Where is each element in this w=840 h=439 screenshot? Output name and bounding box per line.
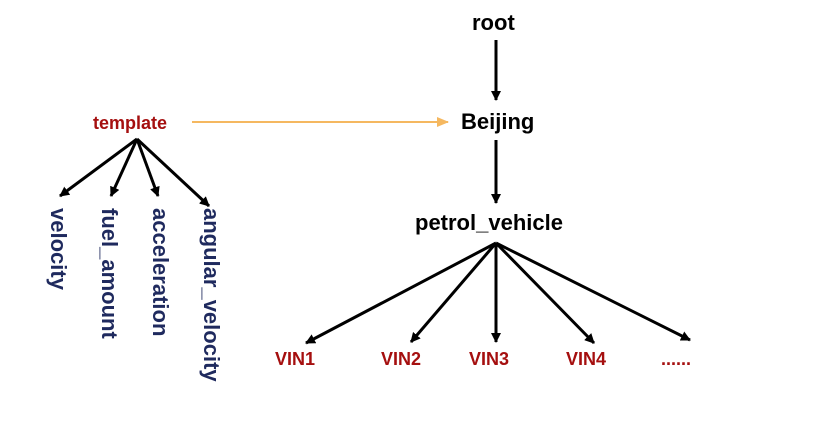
- edge-petrol-vehicle-vin4: [494, 241, 596, 345]
- node-vin2: VIN2: [381, 349, 422, 369]
- edge-template-acceleration: [135, 138, 160, 197]
- edge-petrol-vehicle-vin1: [305, 241, 497, 345]
- edge-template-velocity: [59, 137, 138, 198]
- field-angular-velocity: angular_velocity: [199, 208, 224, 382]
- edge-template-angular-velocity: [135, 137, 211, 208]
- field-acceleration: acceleration: [148, 208, 173, 337]
- node-root: root: [472, 10, 515, 35]
- node-petrol-vehicle: petrol_vehicle: [415, 210, 563, 235]
- field-velocity: velocity: [46, 208, 71, 290]
- node-vin3: VIN3: [469, 349, 510, 369]
- edge-template-fuel-amount: [109, 138, 139, 197]
- node-template: template: [93, 113, 168, 133]
- field-fuel-amount: fuel_amount: [97, 208, 122, 339]
- node-vin1: VIN1: [275, 349, 316, 369]
- node-beijing: Beijing: [461, 109, 535, 134]
- edge-petrol-vehicle-more: [495, 241, 691, 342]
- edge-petrol-vehicle-vin2: [409, 242, 498, 343]
- node-vin-more: ......: [661, 349, 692, 369]
- node-vin4: VIN4: [566, 349, 607, 369]
